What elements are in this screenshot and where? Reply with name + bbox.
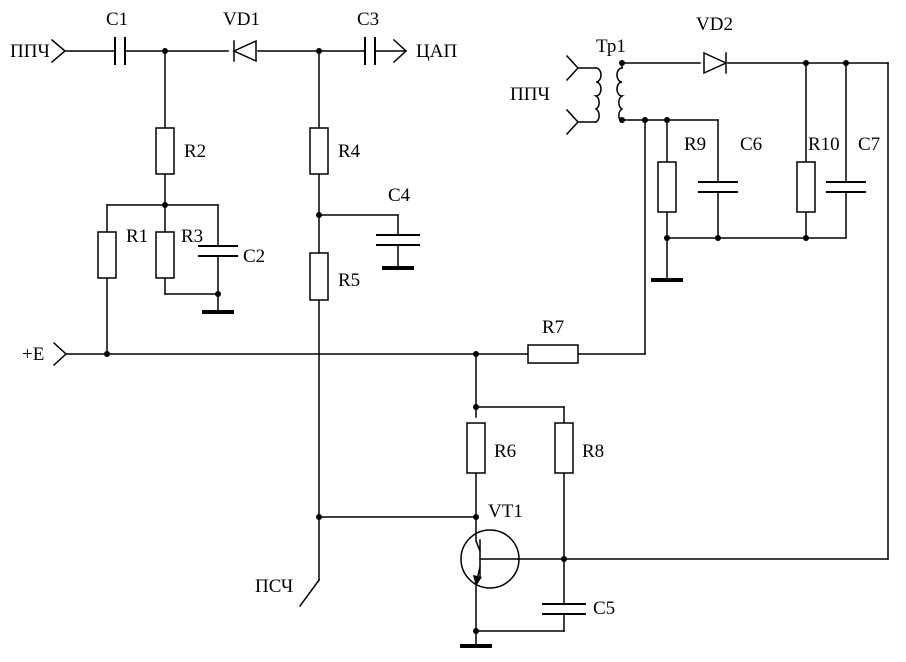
label-r5: R5 (338, 270, 360, 291)
resistor-r1 (97, 231, 117, 279)
power-rail (52, 119, 646, 367)
label-vt1: VT1 (488, 501, 523, 522)
label-r7: R7 (542, 317, 564, 338)
label-vd1: VD1 (223, 9, 260, 30)
label-r4: R4 (338, 141, 361, 162)
label-c7: C7 (858, 134, 880, 155)
junction-dots (104, 48, 849, 634)
transistor-vt1 (460, 529, 520, 589)
resistor-r6 (466, 422, 486, 474)
label-r10: R10 (808, 134, 840, 155)
capacitor-c1 (114, 37, 126, 65)
label-c1: C1 (106, 9, 128, 30)
label-c6: C6 (740, 134, 762, 155)
resistor-r10 (796, 161, 816, 213)
transformer-tr1 (565, 54, 625, 136)
resistor-r4 (309, 127, 329, 175)
capacitor-c2 (198, 245, 238, 257)
label-psch: ПСЧ (255, 576, 293, 597)
middle-column-wires (298, 50, 477, 608)
capacitor-c3 (364, 37, 376, 65)
label-vd2: VD2 (696, 14, 733, 35)
label-c5: C5 (593, 598, 615, 619)
label-r8: R8 (582, 441, 604, 462)
label-dac-output: ЦАП (416, 41, 457, 62)
diode-vd1 (232, 39, 257, 63)
diode-vd2 (703, 51, 728, 75)
label-r1: R1 (126, 226, 148, 247)
top-signal-wires (50, 38, 408, 64)
capacitor-c7 (826, 181, 866, 193)
label-c4: C4 (388, 185, 411, 206)
label-r9: R9 (684, 134, 706, 155)
label-ppch-input: ППЧ (10, 41, 50, 62)
resistor-r7 (527, 344, 579, 364)
resistor-r2 (155, 127, 175, 175)
resistor-r8 (554, 422, 574, 474)
label-c3: C3 (357, 9, 379, 30)
label-r2: R2 (184, 141, 206, 162)
label-c2: C2 (243, 246, 265, 267)
capacitor-c5 (542, 603, 586, 615)
label-ppch-transformer: ППЧ (510, 84, 550, 105)
label-r6: R6 (494, 441, 516, 462)
resistor-r9 (657, 161, 677, 213)
left-bias-wires (106, 50, 219, 355)
resistor-r5 (309, 252, 329, 301)
label-r3: R3 (181, 226, 203, 247)
label-tr1: Тр1 (596, 36, 626, 57)
capacitor-c6 (698, 181, 738, 193)
capacitor-c4 (376, 234, 420, 246)
label-supply-e: +E (22, 344, 44, 365)
resistor-r3 (155, 231, 175, 279)
